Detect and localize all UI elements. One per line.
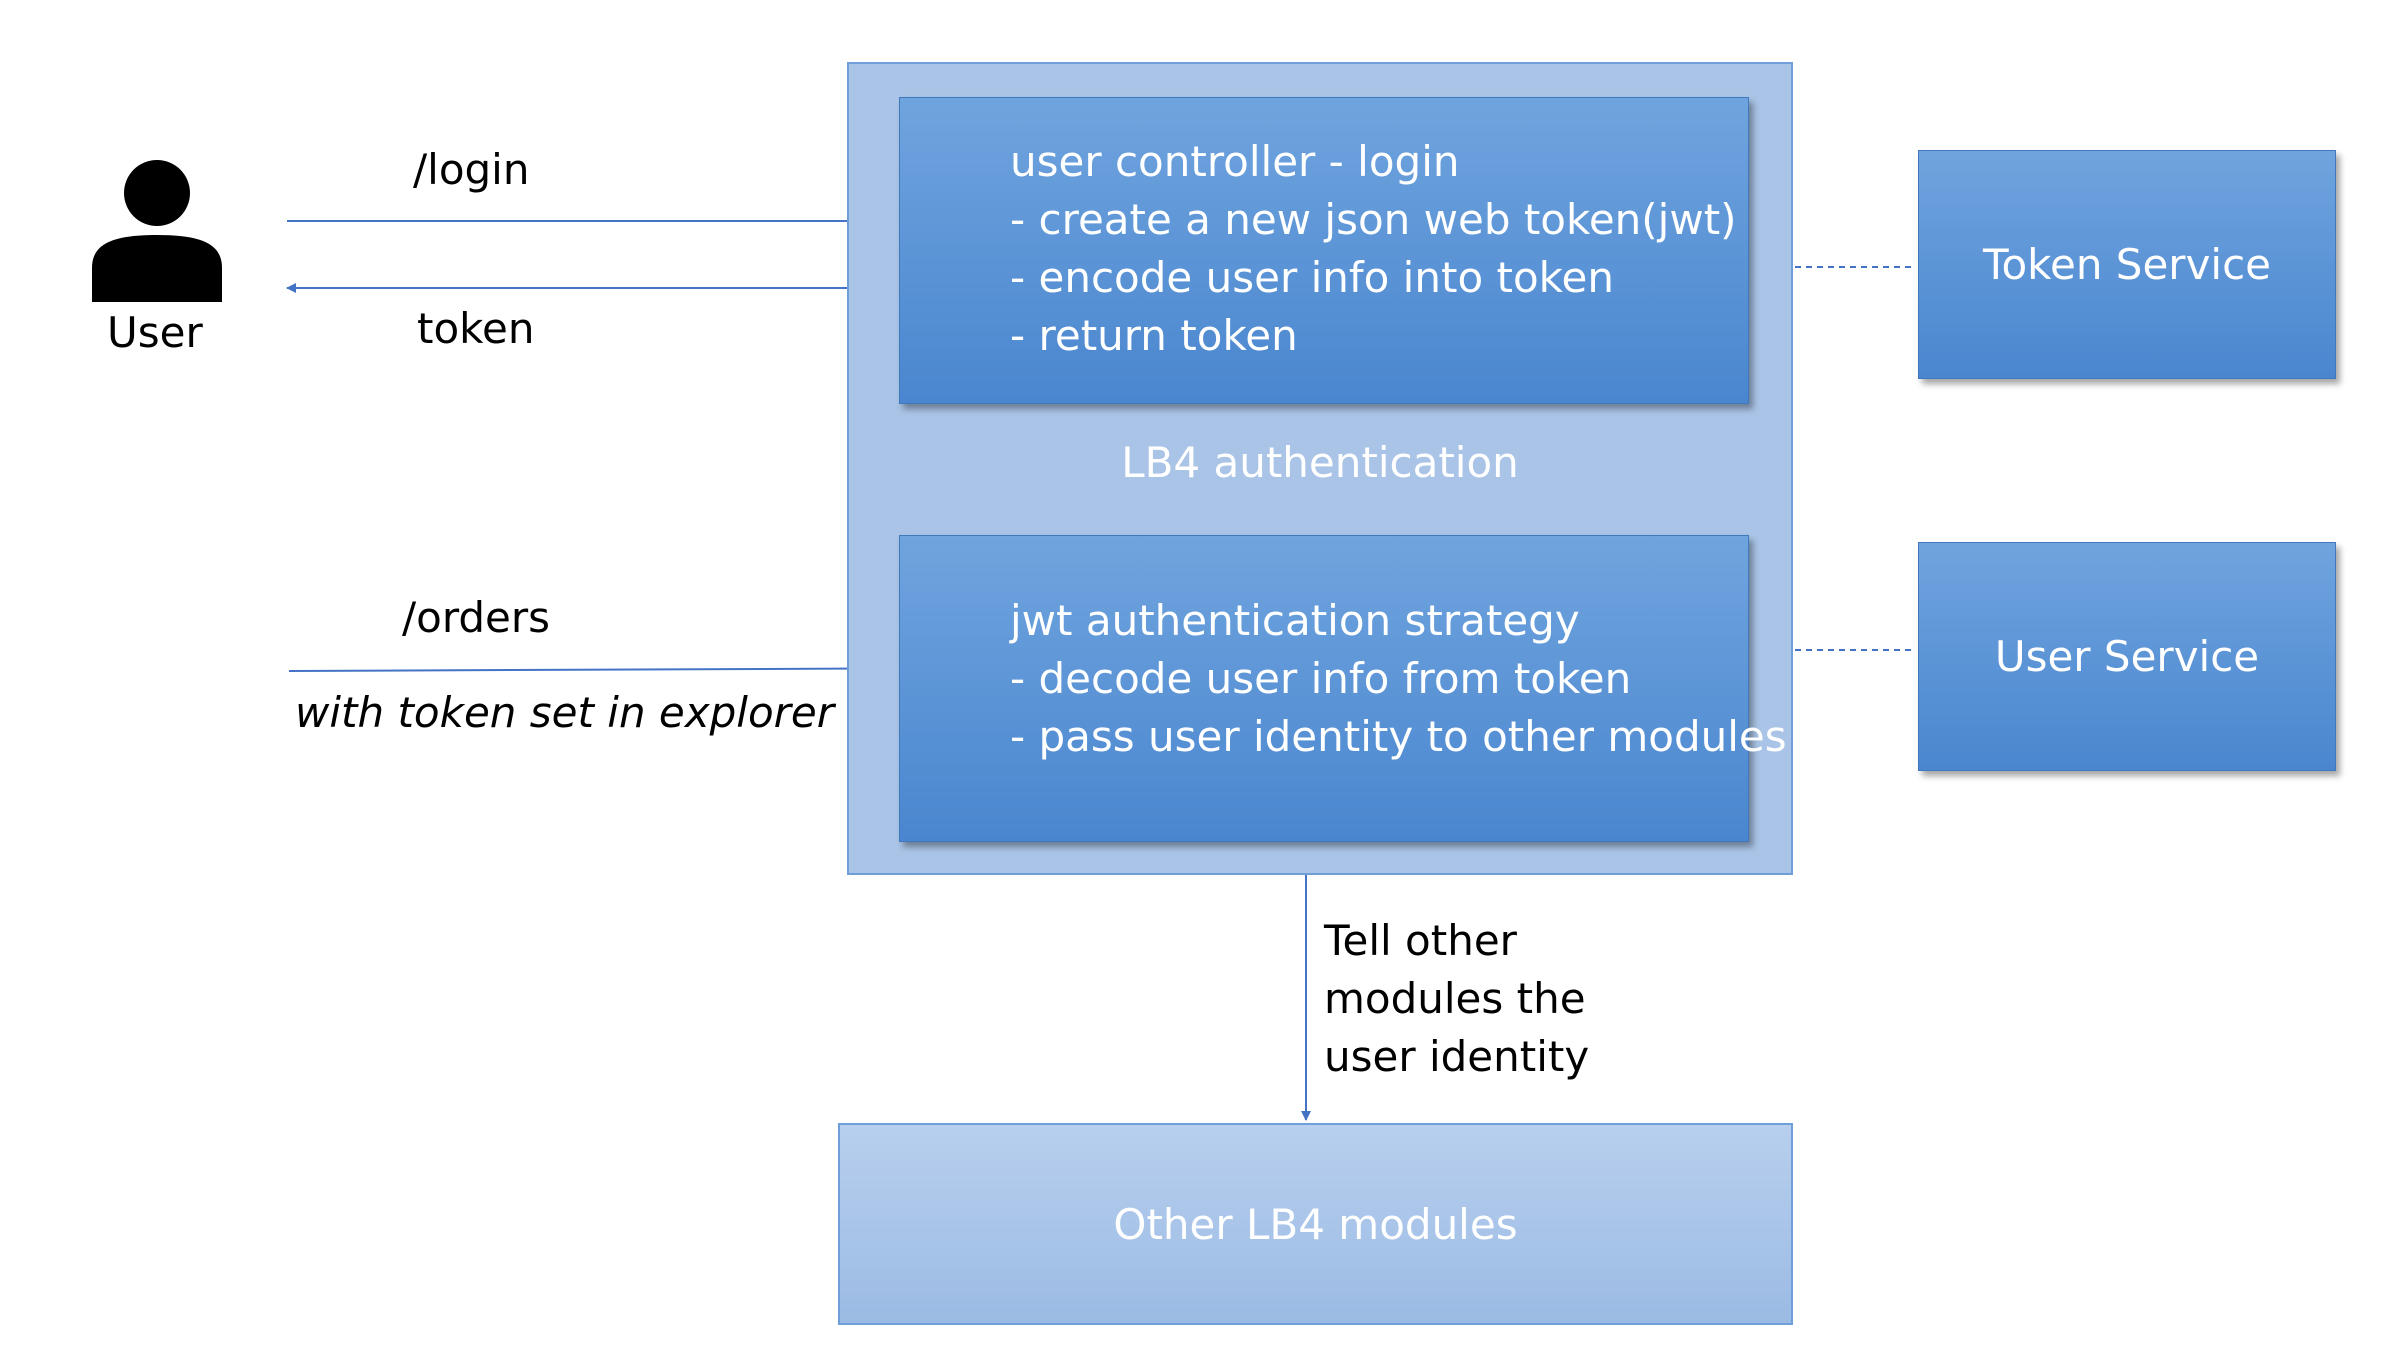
- controller-line: - create a new json web token(jwt): [1010, 195, 1737, 244]
- user-icon: [92, 160, 222, 302]
- strategy-line: - decode user info from token: [1010, 654, 1632, 703]
- token-service-label: Token Service: [1982, 240, 2272, 289]
- lb4-authentication-label: LB4 authentication: [1121, 438, 1519, 487]
- user-service-label: User Service: [1994, 632, 2260, 681]
- other-modules-box: Other LB4 modules: [838, 1123, 1793, 1325]
- user-controller-box: user controller - login - create a new j…: [899, 97, 1749, 404]
- orders-label: /orders: [402, 593, 551, 642]
- token-label: token: [417, 304, 535, 353]
- user-service-box: User Service: [1918, 542, 2336, 771]
- orders-note: with token set in explorer: [295, 688, 835, 737]
- identity-label-line: modules the: [1324, 974, 1586, 1023]
- strategy-line: - pass user identity to other modules: [1010, 712, 1787, 761]
- controller-line: - encode user info into token: [1010, 253, 1614, 302]
- controller-line: - return token: [1010, 311, 1298, 360]
- controller-line: user controller - login: [1010, 137, 1460, 186]
- jwt-strategy-box: jwt authentication strategy - decode use…: [899, 535, 1787, 842]
- strategy-line: jwt authentication strategy: [1010, 596, 1580, 645]
- identity-arrow-label: Tell other modules the user identity: [1324, 912, 1589, 1086]
- jwt-strategy-text: jwt authentication strategy - decode use…: [1010, 592, 1787, 766]
- user-controller-text: user controller - login - create a new j…: [1010, 133, 1737, 365]
- identity-label-line: user identity: [1324, 1032, 1590, 1081]
- other-modules-label: Other LB4 modules: [1113, 1199, 1518, 1249]
- user-label: User: [107, 308, 203, 357]
- token-service-box: Token Service: [1918, 150, 2336, 379]
- identity-label-line: Tell other: [1324, 916, 1517, 965]
- login-label: /login: [413, 145, 530, 194]
